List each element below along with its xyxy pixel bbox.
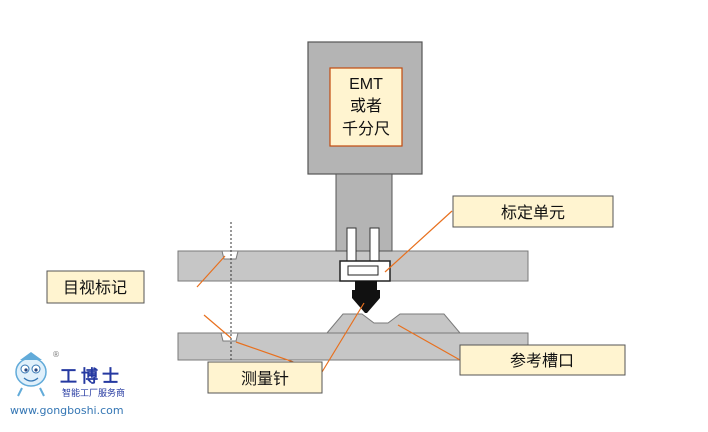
- watermark-tagline: 智能工厂服务商: [62, 387, 125, 399]
- stem-rod-right: [369, 227, 380, 263]
- visual-mark-label: 目视标记: [63, 278, 127, 297]
- gauge-label-line1: EMT: [349, 76, 383, 93]
- leader-visual-mark-upper: [196, 255, 226, 288]
- gauge-label-line2: 或者: [350, 96, 382, 115]
- leader-calibration-unit: [384, 210, 453, 273]
- calibration-unit-inner: [347, 265, 379, 276]
- gauge-label-box: [329, 67, 403, 147]
- watermark-mascot-icon: [15, 352, 47, 397]
- leader-reference-groove: [397, 324, 461, 361]
- watermark-url: www.gongboshi.com: [10, 404, 124, 417]
- probe-needle-label: 测量针: [241, 369, 289, 388]
- probe-tip: [352, 290, 380, 313]
- reference-groove-label-box: [459, 344, 626, 376]
- calibration-unit-label-box: [452, 195, 614, 228]
- upper-plate-notch: [221, 250, 239, 260]
- watermark-brand: 工博士: [60, 366, 123, 387]
- gauge-stem: [335, 173, 393, 252]
- probe-needle-label-box: [207, 361, 323, 394]
- visual-mark-label-box: [46, 270, 145, 304]
- probe-collar: [355, 281, 377, 290]
- watermark: ® 工博士 智能工厂服务商 www.gongboshi.com: [10, 350, 125, 417]
- watermark-registered: ®: [52, 350, 60, 359]
- gauge-label-line3: 千分尺: [342, 119, 390, 138]
- reference-groove-profile: [325, 313, 462, 334]
- leader-probe-needle-1: [321, 302, 365, 373]
- calibration-unit-label: 标定单元: [501, 203, 565, 222]
- stem-rod-left: [346, 227, 357, 263]
- reference-groove-label: 参考槽口: [510, 351, 574, 370]
- leader-visual-mark-lower: [203, 314, 232, 339]
